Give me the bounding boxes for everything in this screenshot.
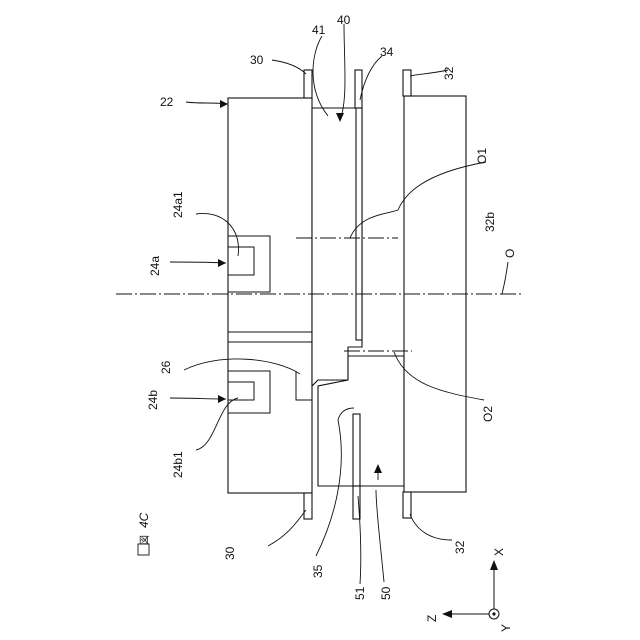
- caption-figure-id: 4C: [137, 512, 151, 528]
- label-50: 50: [379, 586, 393, 600]
- leader-32-bottom: [410, 514, 452, 540]
- end-plate-34-top: [355, 70, 362, 108]
- triad-z-label: Z: [425, 615, 439, 622]
- member-40: [312, 108, 362, 386]
- leader-30-bottom: [268, 510, 306, 546]
- label-41: 41: [312, 23, 326, 37]
- arrowhead-24a: [218, 259, 226, 267]
- caption-box-char: 図: [139, 535, 151, 545]
- label-24b: 24b: [146, 390, 160, 410]
- leader-O: [502, 262, 508, 294]
- label-24a1: 24a1: [171, 191, 185, 218]
- label-35: 35: [311, 564, 325, 578]
- end-plate-32-top: [403, 70, 411, 96]
- label-24a: 24a: [148, 256, 162, 276]
- label-30-bottom: 30: [223, 546, 237, 560]
- leader-41: [313, 36, 328, 116]
- label-34: 34: [380, 45, 394, 59]
- label-O2: O2: [481, 406, 495, 422]
- triad-z-arrow: [442, 610, 452, 618]
- triad-y-dot: [492, 612, 495, 615]
- leader-30-top: [272, 60, 306, 74]
- label-22: 22: [160, 95, 174, 109]
- label-O: O: [503, 249, 517, 258]
- block-22: [228, 98, 312, 493]
- label-51: 51: [353, 586, 367, 600]
- triad-y-label: Y: [499, 624, 513, 632]
- label-O1: O1: [475, 148, 489, 164]
- end-plate-30-bottom: [304, 493, 312, 519]
- arrowhead-22: [220, 100, 228, 108]
- label-30-top: 30: [250, 53, 264, 67]
- label-24b1: 24b1: [171, 451, 185, 478]
- label-32b: 32b: [483, 212, 497, 232]
- label-40: 40: [337, 13, 351, 27]
- end-plate-30-top: [304, 70, 312, 98]
- triad-x-label: X: [492, 548, 506, 556]
- leader-24a: [170, 262, 226, 263]
- label-32-bottom: 32: [453, 540, 467, 554]
- label-32-top: 32: [442, 66, 456, 80]
- leader-34: [360, 56, 382, 100]
- leader-40: [340, 24, 345, 120]
- plate-51: [353, 414, 360, 486]
- label-26: 26: [159, 360, 173, 374]
- leader-24b: [170, 398, 226, 399]
- arrowhead-24b: [218, 395, 226, 403]
- leader-50: [376, 490, 384, 582]
- triad-x-arrow: [490, 560, 498, 570]
